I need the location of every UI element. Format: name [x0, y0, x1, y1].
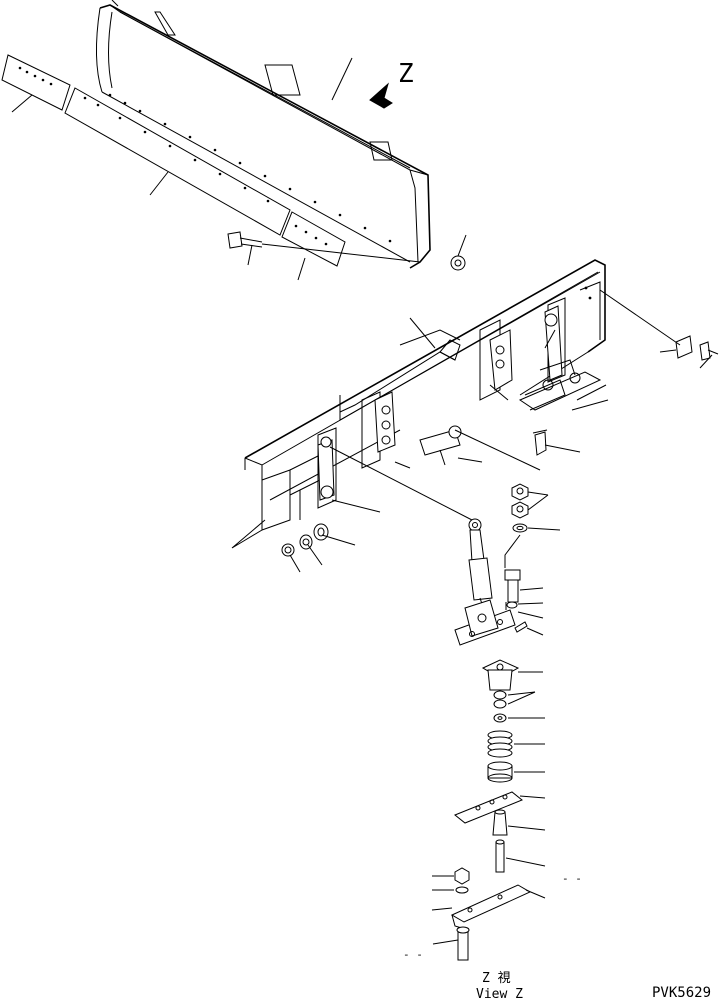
shock-link-left — [317, 436, 335, 501]
nut-upper-1 — [511, 483, 529, 501]
shock-absorber — [468, 518, 493, 611]
cutting-edge-right — [281, 211, 346, 267]
guide-pin — [492, 809, 508, 836]
plate-and-bolt-right — [599, 289, 719, 361]
trunnion-pin — [419, 425, 462, 466]
washer-upper — [512, 523, 528, 533]
leader-lines — [11, 57, 713, 945]
lower-bolt — [456, 926, 470, 961]
cotter-pin — [514, 621, 528, 633]
spacer-pair — [493, 690, 507, 709]
dash-marker-upper: - - — [562, 872, 582, 885]
guide-plate — [454, 791, 523, 824]
long-pin — [495, 839, 505, 873]
view-letter: Z — [398, 59, 414, 89]
link-lines — [329, 429, 541, 610]
spring-seat — [487, 761, 513, 783]
lift-bracket-left — [374, 391, 396, 453]
coil-spring — [487, 730, 513, 758]
view-z-arrow: Z — [369, 59, 414, 109]
nut-middle — [493, 713, 507, 723]
nut-upper-2 — [511, 501, 529, 519]
view-caption-jp: Z 視 — [482, 971, 511, 986]
cutting-edge-left — [1, 54, 71, 111]
blade-bolt — [227, 231, 421, 263]
blade-bolt-holes — [108, 93, 392, 243]
washers-left — [281, 523, 329, 557]
mount-bracket — [454, 599, 516, 646]
hex-bolt — [504, 569, 521, 603]
cutting-edge-middle — [64, 87, 291, 236]
nut-lower — [454, 867, 470, 885]
blade-frame — [231, 259, 606, 549]
grease-fitting — [532, 429, 548, 456]
washer-lower — [455, 886, 469, 894]
small-washer — [506, 601, 518, 609]
dash-marker-lower: - - — [403, 948, 423, 961]
lift-bracket-right — [489, 329, 513, 391]
blade-nut — [450, 255, 466, 271]
view-caption-en: View Z — [476, 987, 523, 1000]
right-linkage — [518, 305, 602, 411]
dozer-blade — [95, 0, 431, 269]
rubber-mount — [481, 659, 520, 691]
drawing-code: PVK5629 — [652, 985, 711, 1000]
